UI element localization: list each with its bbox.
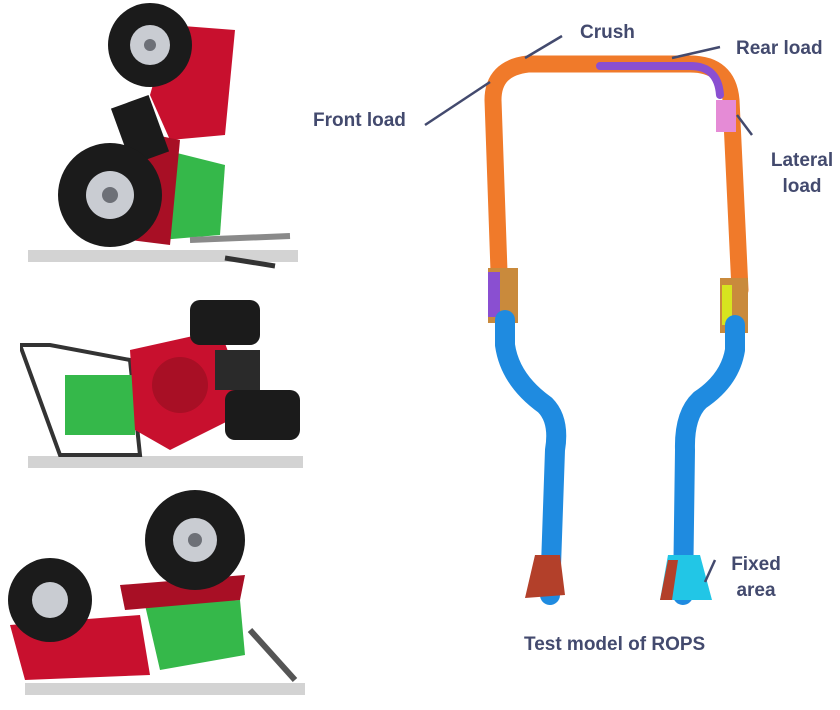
label-lateral-load-line1: Lateral xyxy=(770,150,834,171)
rops-frame-upper xyxy=(484,55,749,309)
label-fixed-area-line1: Fixed xyxy=(731,554,781,575)
rops-leg-left xyxy=(495,310,567,605)
label-rear-load: Rear load xyxy=(736,38,823,59)
label-front-load: Front load xyxy=(313,110,406,131)
label-crush: Crush xyxy=(580,22,635,43)
fixed-foot-left xyxy=(525,555,565,598)
label-lateral-load: Lateral load xyxy=(764,148,840,200)
pointer-crush xyxy=(524,34,563,60)
rollover-scene-2 xyxy=(20,300,303,468)
pointer-rear-load xyxy=(671,45,721,60)
rops-leg-right xyxy=(673,315,745,605)
rops-model-diagram xyxy=(424,34,753,605)
caption-test-model: Test model of ROPS xyxy=(524,634,706,655)
lateral-load-pad xyxy=(716,100,736,132)
tractor-tilted-forward xyxy=(8,490,298,683)
tractor-upside-down xyxy=(20,300,300,457)
ground-platform xyxy=(28,250,298,262)
rollover-scene-1 xyxy=(28,3,298,269)
label-fixed-area-line2: area xyxy=(736,580,776,601)
label-lateral-load-line2: load xyxy=(782,176,822,197)
tractor-tilted-back xyxy=(58,3,291,269)
pointer-fixed-area xyxy=(703,559,717,583)
rollover-scene-3 xyxy=(8,490,305,695)
rops-top-bar xyxy=(596,62,724,99)
pointer-front-load xyxy=(424,80,491,127)
pointer-lateral-load xyxy=(736,114,753,136)
ground-platform xyxy=(28,456,303,468)
ground-platform xyxy=(25,683,305,695)
label-fixed-area: Fixed area xyxy=(720,552,792,604)
